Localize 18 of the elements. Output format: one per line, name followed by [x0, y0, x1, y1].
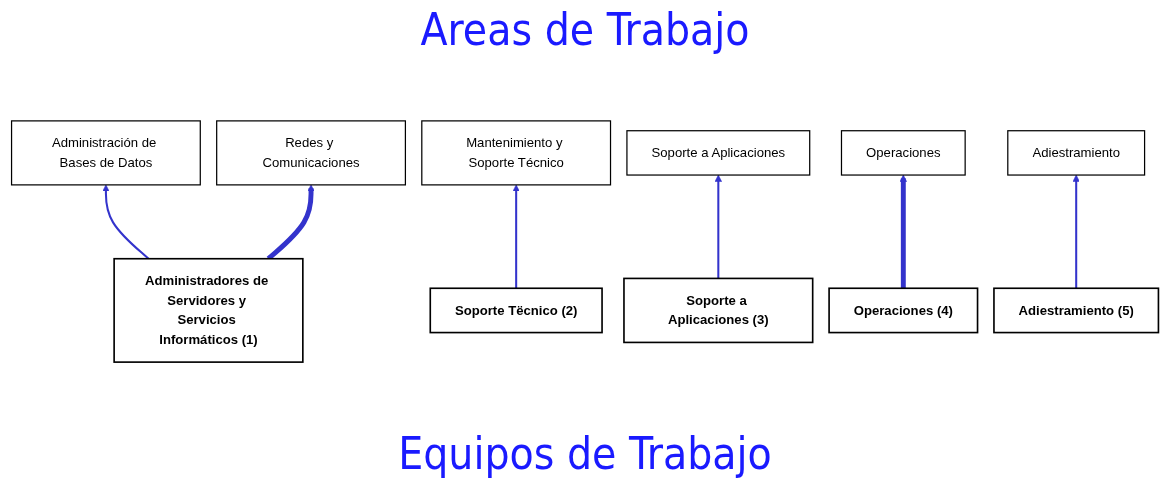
- node-box: Mantenimiento y Soporte Técnico: [421, 120, 612, 186]
- node-box: Administradores de Servidores y Servicios Informáticos (1): [113, 257, 304, 363]
- arrow: [1072, 174, 1080, 289]
- arrow: [512, 184, 520, 289]
- node-box: Soporte Tëcnico (2): [429, 287, 603, 334]
- caption: Equipos de Trabajo: [398, 428, 772, 479]
- arrow: [102, 184, 150, 260]
- arrow: [899, 174, 907, 289]
- node-box: Adiestramiento (5): [993, 287, 1160, 334]
- node-box: Soporte a Aplicaciones: [626, 130, 811, 176]
- node-box: Operaciones: [840, 130, 966, 176]
- node-box: Adiestramiento: [1007, 130, 1146, 176]
- node-box: Soporte a Aplicaciones (3): [623, 277, 814, 344]
- node-box: Redes y Comunicaciones: [216, 120, 406, 186]
- title: Areas de Trabajo: [420, 4, 750, 55]
- node-box: Operaciones (4): [828, 287, 979, 334]
- arrow: [714, 174, 722, 279]
- node-box: Administración de Bases de Datos: [10, 120, 201, 186]
